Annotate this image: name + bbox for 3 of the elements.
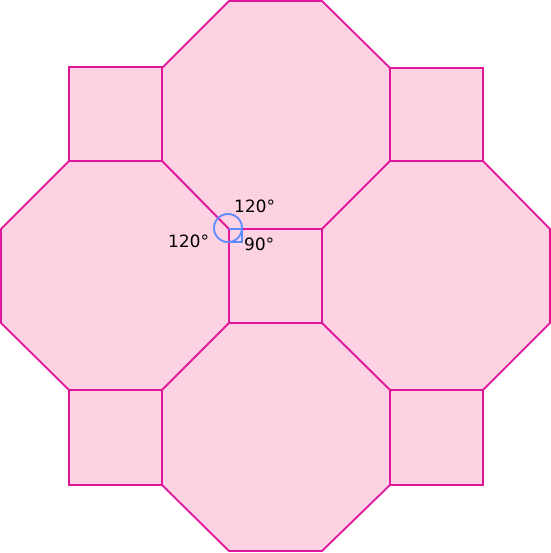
angle-label: 120° (168, 234, 209, 251)
angle-label: 90° (244, 237, 274, 254)
angle-label: 120° (234, 199, 275, 216)
